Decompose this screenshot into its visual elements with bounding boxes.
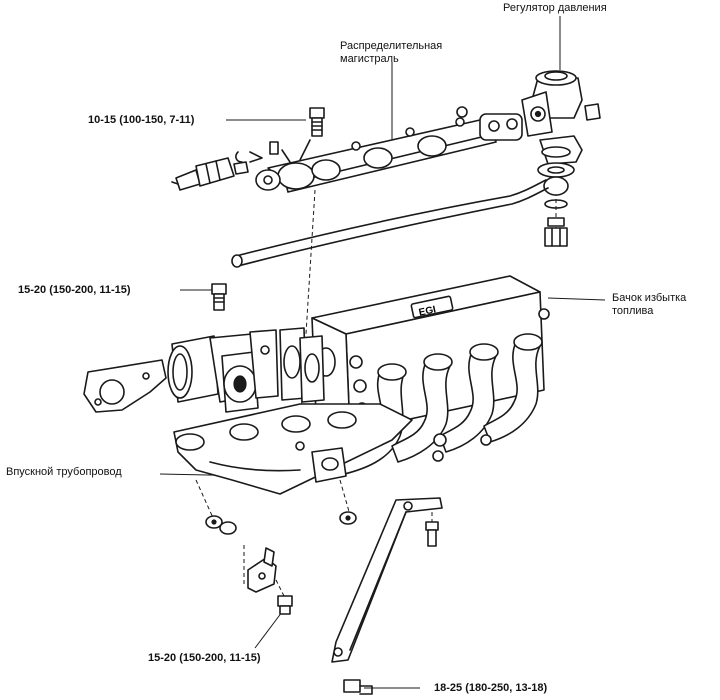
pressure-regulator — [521, 70, 601, 247]
label-overflow-tank-line1: Бачок избытка — [612, 292, 687, 304]
label-pressure-regulator: Регулятор давления — [503, 2, 607, 14]
support-stay — [331, 497, 443, 695]
label-fuel-rail-line1: Распределительная — [340, 40, 443, 52]
fuel-rail — [255, 106, 523, 193]
label-intake-manifold: Впускной трубопровод — [6, 466, 122, 478]
return-line — [231, 179, 549, 268]
label-torque-top: 10-15 (100-150, 7-11) — [88, 114, 195, 126]
label-torque-bottom-right: 18-25 (180-250, 13-18) — [434, 682, 548, 694]
bracket-small — [247, 547, 293, 615]
throttle-bolt — [211, 283, 227, 311]
leader-lines — [159, 16, 606, 689]
plenum-marking: EGI — [418, 304, 437, 318]
fuel-injector — [171, 151, 263, 191]
intake-runners — [335, 333, 543, 477]
label-torque-throttle: 15-20 (150-200, 11-15) — [18, 284, 131, 296]
label-torque-bottom-left: 15-20 (150-200, 11-15) — [148, 652, 261, 664]
label-fuel-rail-line2: магистраль — [340, 53, 399, 65]
intake-manifold — [173, 403, 413, 495]
rail-bolt — [309, 107, 325, 137]
label-overflow-tank-line2: топлива — [612, 305, 654, 317]
nuts-left — [205, 511, 357, 535]
throttle-body — [83, 327, 325, 413]
